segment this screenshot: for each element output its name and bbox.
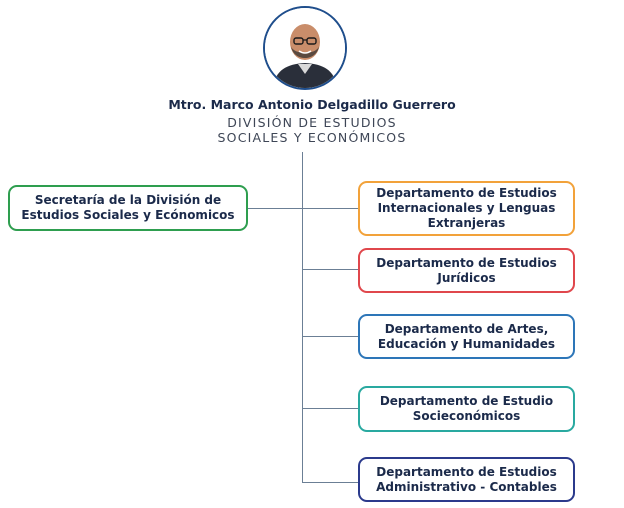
dept-connector-5 [302, 482, 358, 483]
dept-line: Extranjeras [427, 216, 506, 230]
secretaria-line-1: Secretaría de la División de [34, 193, 222, 207]
dept-line: Departamento de Estudios [376, 186, 557, 200]
dept-line: Departamento de Estudios [376, 464, 557, 479]
dept-connector-3 [302, 336, 358, 337]
dept-estudios-juridicos[interactable]: Departamento de Estudios Jurídicos [358, 248, 575, 293]
dept-line: Departamento de Estudio [379, 394, 554, 408]
dept-connector-4 [302, 408, 358, 409]
main-trunk-line [302, 152, 303, 483]
dept-estudio-socieconomicos[interactable]: Departamento de Estudio Socieconómicos [358, 386, 575, 432]
dept-artes-educacion-humanidades[interactable]: Departamento de Artes, Educación y Human… [358, 314, 575, 359]
division-title: DIVISIÓN DE ESTUDIOS SOCIALES Y ECONÓMIC… [0, 115, 624, 145]
secretaria-box[interactable]: Secretaría de la División de Estudios So… [8, 185, 248, 231]
dept-connector-2 [302, 269, 358, 270]
division-title-line-2: SOCIALES Y ECONÓMICOS [217, 130, 407, 145]
dept-connector-1 [302, 208, 358, 209]
dept-line: Socieconómicos [412, 409, 521, 423]
dept-administrativo-contables[interactable]: Departamento de Estudios Administrativo … [358, 457, 575, 502]
dept-line: Internacionales y Lenguas [377, 201, 556, 215]
person-portrait-icon [265, 8, 345, 88]
division-title-line-1: DIVISIÓN DE ESTUDIOS [227, 115, 397, 130]
dept-line: Jurídicos [437, 270, 496, 285]
dept-line: Departamento de Artes, [384, 321, 549, 336]
director-photo [263, 6, 347, 90]
dept-line: Administrativo - Contables [376, 479, 557, 494]
dept-estudios-internacionales[interactable]: Departamento de Estudios Internacionales… [358, 181, 575, 236]
dept-line: Educación y Humanidades [377, 336, 556, 351]
secretaria-connector [248, 208, 302, 209]
director-name: Mtro. Marco Antonio Delgadillo Guerrero [168, 97, 456, 112]
dept-line: Departamento de Estudios [376, 255, 557, 270]
secretaria-line-2: Estudios Sociales y Ecónomicos [21, 208, 235, 222]
